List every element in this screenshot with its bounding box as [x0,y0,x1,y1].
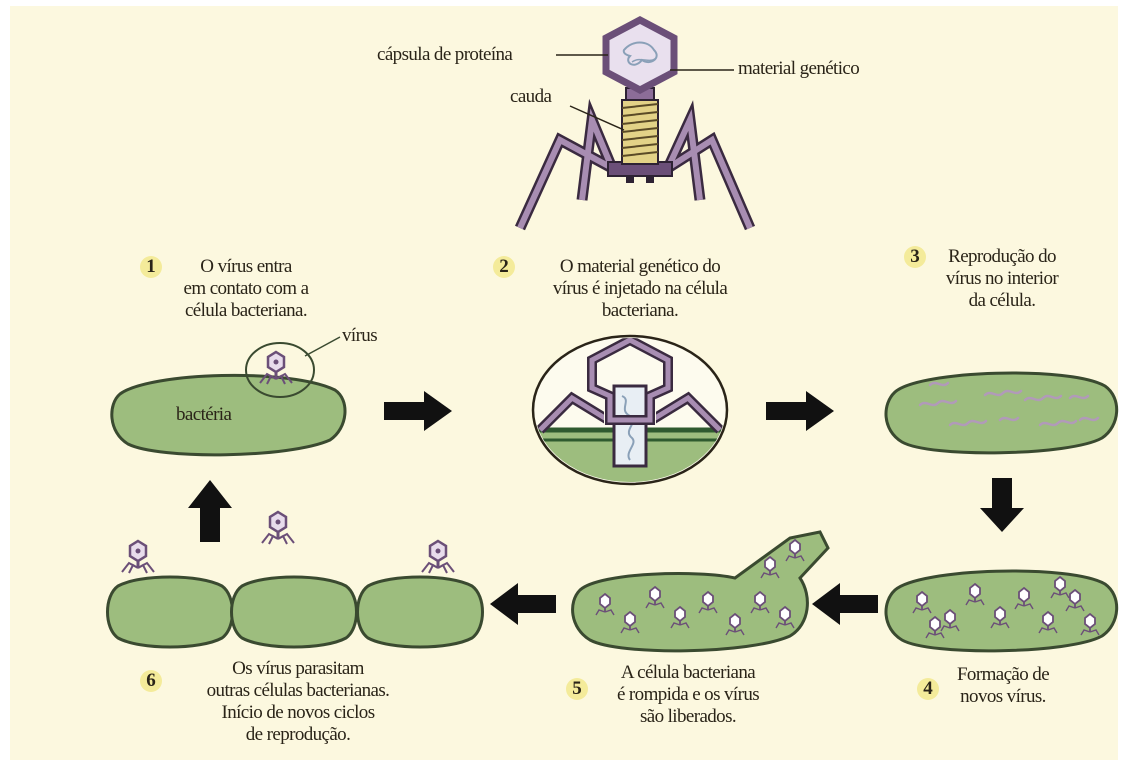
step-4-number: 4 [917,678,939,700]
step-6-number: 6 [140,670,162,692]
arrow-4-to-5 [812,583,878,625]
bacterium-step-5 [573,532,828,651]
step-4-caption: Formação de novos vírus. [938,664,1068,708]
bacterium-step-1 [112,337,345,455]
step-5-caption: A célula bacteriana é rompida e os vírus… [588,662,788,728]
arrow-3-to-4 [980,478,1024,532]
arrow-6-to-1 [188,480,232,542]
step-2-number: 2 [493,256,515,278]
arrow-5-to-6 [490,583,556,625]
capsule-label: cápsula de proteína [377,44,512,66]
bacteria-step-6 [108,512,483,647]
step-2-caption: O material genético do vírus é injetado … [520,256,760,322]
bacteriophage-illustration [520,20,750,228]
bacterium-step-4 [886,571,1117,651]
step-1-caption: O vírus entra em contato com a célula ba… [146,256,346,322]
tail-label: cauda [510,86,551,108]
step-3-caption: Reprodução do vírus no interior da célul… [922,246,1082,312]
bacteria-label: bactéria [176,404,231,426]
arrow-1-to-2 [384,391,452,431]
injection-zoom [530,336,730,490]
genetic-material-label: material genético [738,58,859,80]
bacterium-step-3 [886,373,1117,453]
step-5-number: 5 [566,678,588,700]
arrow-2-to-3 [766,391,834,431]
step-6-caption: Os vírus parasitam outras células bacter… [168,658,428,746]
virus-label: vírus [342,325,377,347]
